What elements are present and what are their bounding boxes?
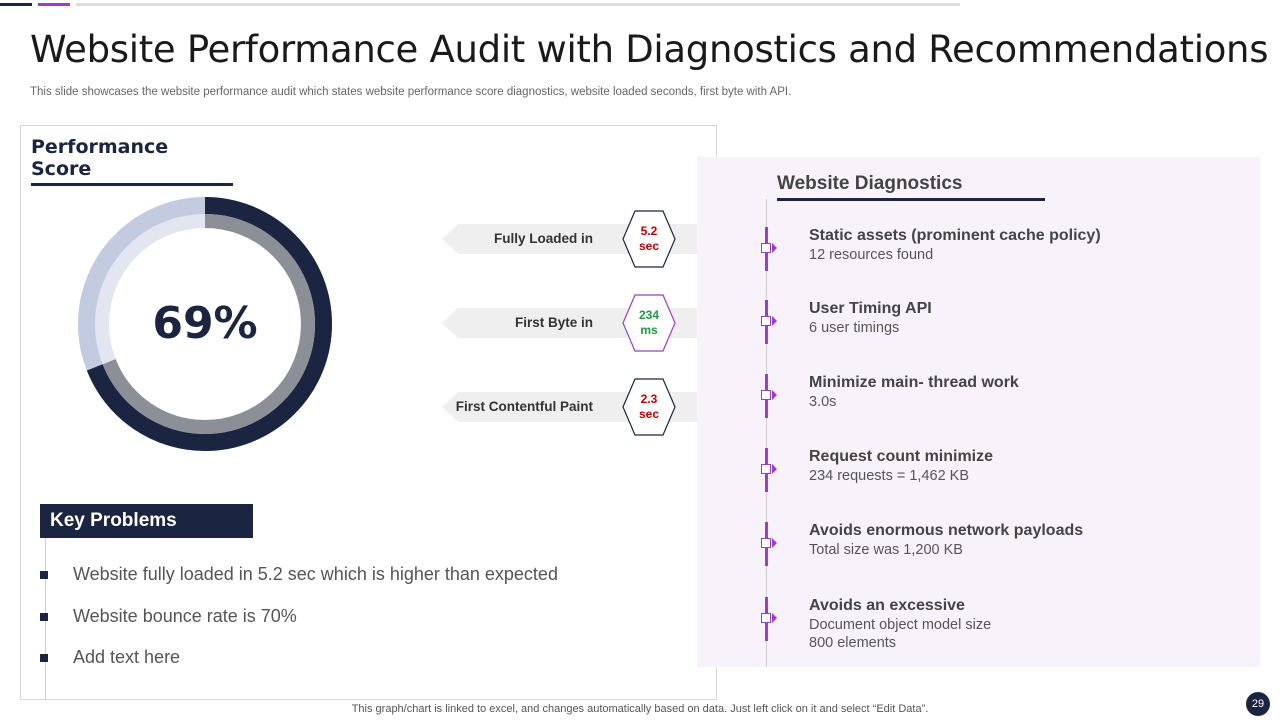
- diagnostic-title: Avoids enormous network payloads: [809, 522, 1084, 539]
- key-problems-heading[interactable]: Key Problems: [40, 504, 253, 538]
- timeline-arrow-icon: [772, 390, 777, 400]
- donut-inner-value: [95, 214, 315, 434]
- diagnostic-detail: Total size was 1,200 KB: [809, 542, 963, 558]
- metric-label: First Contentful Paint: [455, 399, 593, 414]
- timeline-node-icon: [761, 243, 771, 253]
- timeline-arrow-icon: [772, 464, 777, 474]
- metric-first-contentful-paint[interactable]: First Contentful Paint 2.3 sec: [442, 378, 697, 438]
- performance-score-label[interactable]: 69%: [152, 298, 258, 349]
- key-problem-text: Website bounce rate is 70%: [73, 606, 297, 626]
- timeline-arrow-icon: [772, 538, 777, 548]
- timeline-node-icon: [761, 390, 771, 400]
- metric-value: 2.3 sec: [622, 378, 676, 436]
- hexagon-badge: [622, 294, 676, 352]
- square-bullet-icon: [40, 654, 48, 662]
- metric-value: 5.2 sec: [622, 210, 676, 268]
- diagnostics-panel: Website Diagnostics Static assets (promi…: [697, 157, 1260, 667]
- timeline-arrow-icon: [772, 316, 777, 326]
- diagnostic-title: Static assets (prominent cache policy): [809, 227, 1101, 244]
- diagnostic-title: Minimize main- thread work: [809, 374, 1019, 391]
- diagnostic-detail: 3.0s: [809, 394, 837, 410]
- square-bullet-icon: [40, 571, 48, 579]
- top-accent-bar-dark: [0, 3, 32, 6]
- top-accent-bar-grey: [76, 3, 960, 6]
- timeline-node-icon: [761, 316, 771, 326]
- diagnostic-title: User Timing API: [809, 300, 932, 317]
- timeline-node-icon: [761, 538, 771, 548]
- timeline-node-icon: [761, 464, 771, 474]
- donut-outer-value: [78, 197, 332, 451]
- metric-first-byte[interactable]: First Byte in 234 ms: [442, 294, 697, 354]
- performance-heading[interactable]: Performance Score: [31, 136, 233, 186]
- key-problem-text: Add text here: [73, 647, 181, 667]
- timeline-line: [766, 199, 767, 667]
- metric-value-number: 234: [638, 308, 660, 322]
- diagnostic-title: Request count minimize: [809, 448, 994, 465]
- hexagon-badge: [622, 210, 676, 268]
- top-accent-bar-purple: [38, 3, 70, 6]
- slide-title[interactable]: Website Performance Audit with Diagnosti…: [30, 28, 1269, 71]
- key-problem-text: Website fully loaded in 5.2 sec which is…: [73, 564, 558, 584]
- metric-label: First Byte in: [514, 315, 593, 330]
- metric-value-number: 2.3: [640, 392, 658, 406]
- performance-donut[interactable]: [78, 197, 332, 451]
- diagnostic-detail: 6 user timings: [809, 320, 900, 336]
- metric-value-unit: ms: [640, 323, 658, 337]
- page-number-badge: 29: [1246, 692, 1270, 716]
- diagnostic-title: Avoids an excessive: [809, 597, 965, 614]
- timeline-arrow-icon: [772, 613, 777, 623]
- metric-value-unit: sec: [638, 407, 660, 421]
- footer-note: This graph/chart is linked to excel, and…: [351, 703, 929, 715]
- timeline-arrow-icon: [772, 243, 777, 253]
- metric-label: Fully Loaded in: [493, 231, 593, 246]
- metric-value-unit: sec: [638, 239, 660, 253]
- metric-fully-loaded[interactable]: Fully Loaded in 5.2 sec: [442, 210, 697, 270]
- square-bullet-icon: [40, 613, 48, 621]
- diagnostics-heading[interactable]: Website Diagnostics: [777, 173, 1045, 201]
- timeline-node-icon: [761, 613, 771, 623]
- metric-value-number: 5.2: [640, 224, 658, 238]
- diagnostic-detail: 234 requests = 1,462 KB: [809, 468, 970, 484]
- diagnostic-detail: 12 resources found: [809, 247, 934, 263]
- metric-value: 234 ms: [622, 294, 676, 352]
- slide-subtitle[interactable]: This slide showcases the website perform…: [30, 86, 792, 98]
- hexagon-badge: [622, 378, 676, 436]
